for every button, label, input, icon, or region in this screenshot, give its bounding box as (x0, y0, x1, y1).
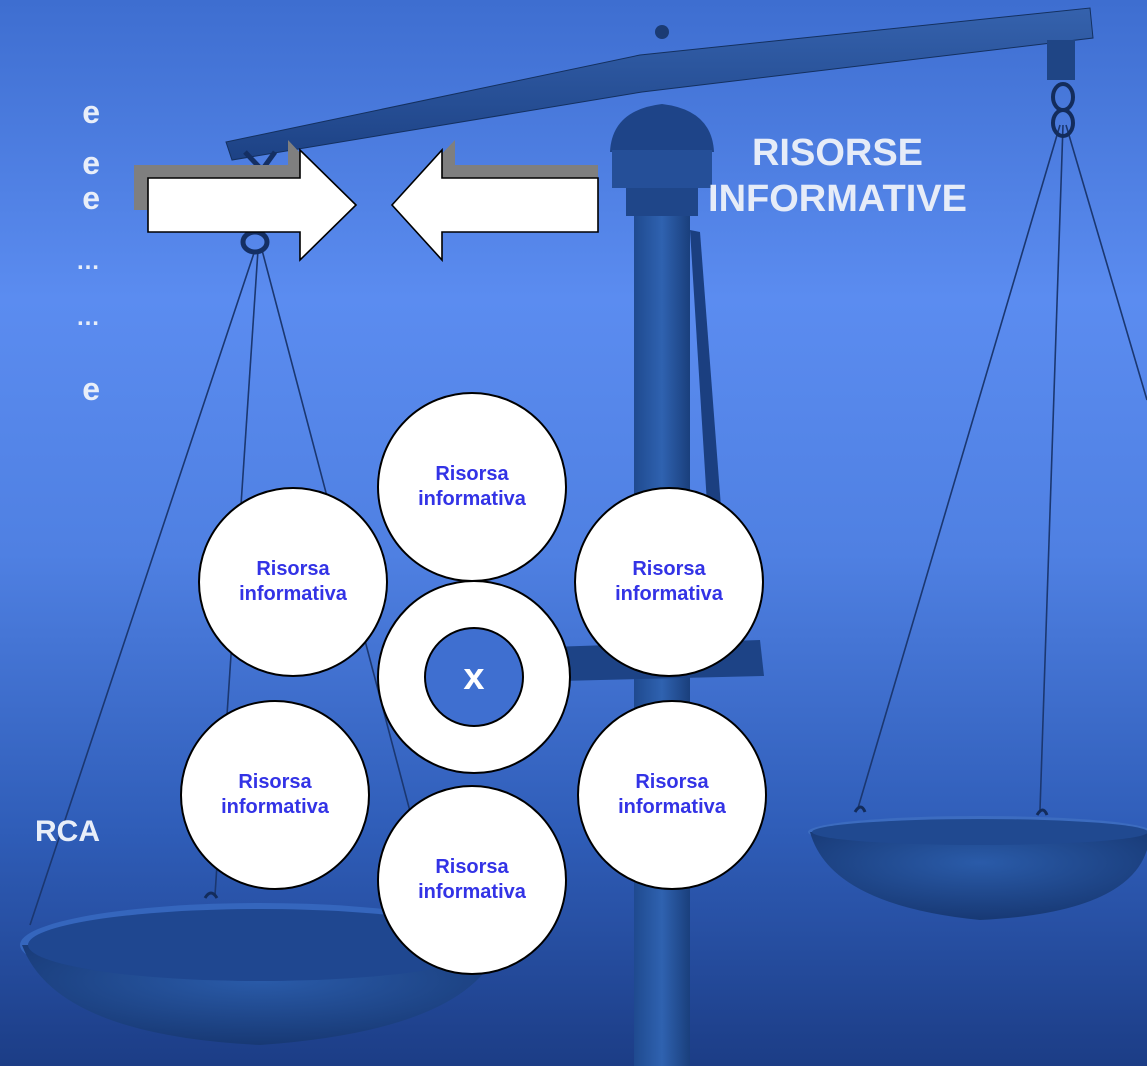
left-text-fragment-4: … (76, 248, 100, 275)
risorse-informative-heading: RISORSE INFORMATIVE (708, 132, 967, 220)
left-text-fragment-2: e (82, 145, 100, 181)
right-arrow (390, 140, 599, 263)
center-x-node: x (424, 627, 524, 727)
resource-label: Risorsa informativa (239, 558, 347, 605)
resource-circle-upper-right: Risorsa informativa (574, 487, 764, 677)
right-hook-chain (1047, 40, 1075, 138)
resource-label: Risorsa informativa (418, 463, 526, 510)
resource-circle-lower-left: Risorsa informativa (180, 700, 370, 890)
scale-beam (225, 7, 1094, 161)
resource-label: Risorsa informativa (618, 771, 726, 818)
left-text-fragment-6: e (82, 371, 100, 407)
left-text-fragment-5: … (76, 304, 100, 331)
left-pan (20, 891, 500, 1045)
left-bottom-label: RCA (35, 815, 100, 848)
right-pan (808, 805, 1147, 920)
resource-circle-bottom: Risorsa informativa (377, 785, 567, 975)
resource-circle-top: Risorsa informativa (377, 392, 567, 582)
resource-circle-lower-right: Risorsa informativa (577, 700, 767, 890)
left-text-fragment-1: e (82, 94, 100, 130)
resource-circle-upper-left: Risorsa informativa (198, 487, 388, 677)
resource-label: Risorsa informativa (615, 558, 723, 605)
resource-label: Risorsa informativa (418, 856, 526, 903)
right-pan-strings (857, 124, 1147, 811)
resource-label: Risorsa informativa (221, 771, 329, 818)
left-arrow (134, 140, 358, 262)
left-text-fragment-3: e (82, 180, 100, 216)
